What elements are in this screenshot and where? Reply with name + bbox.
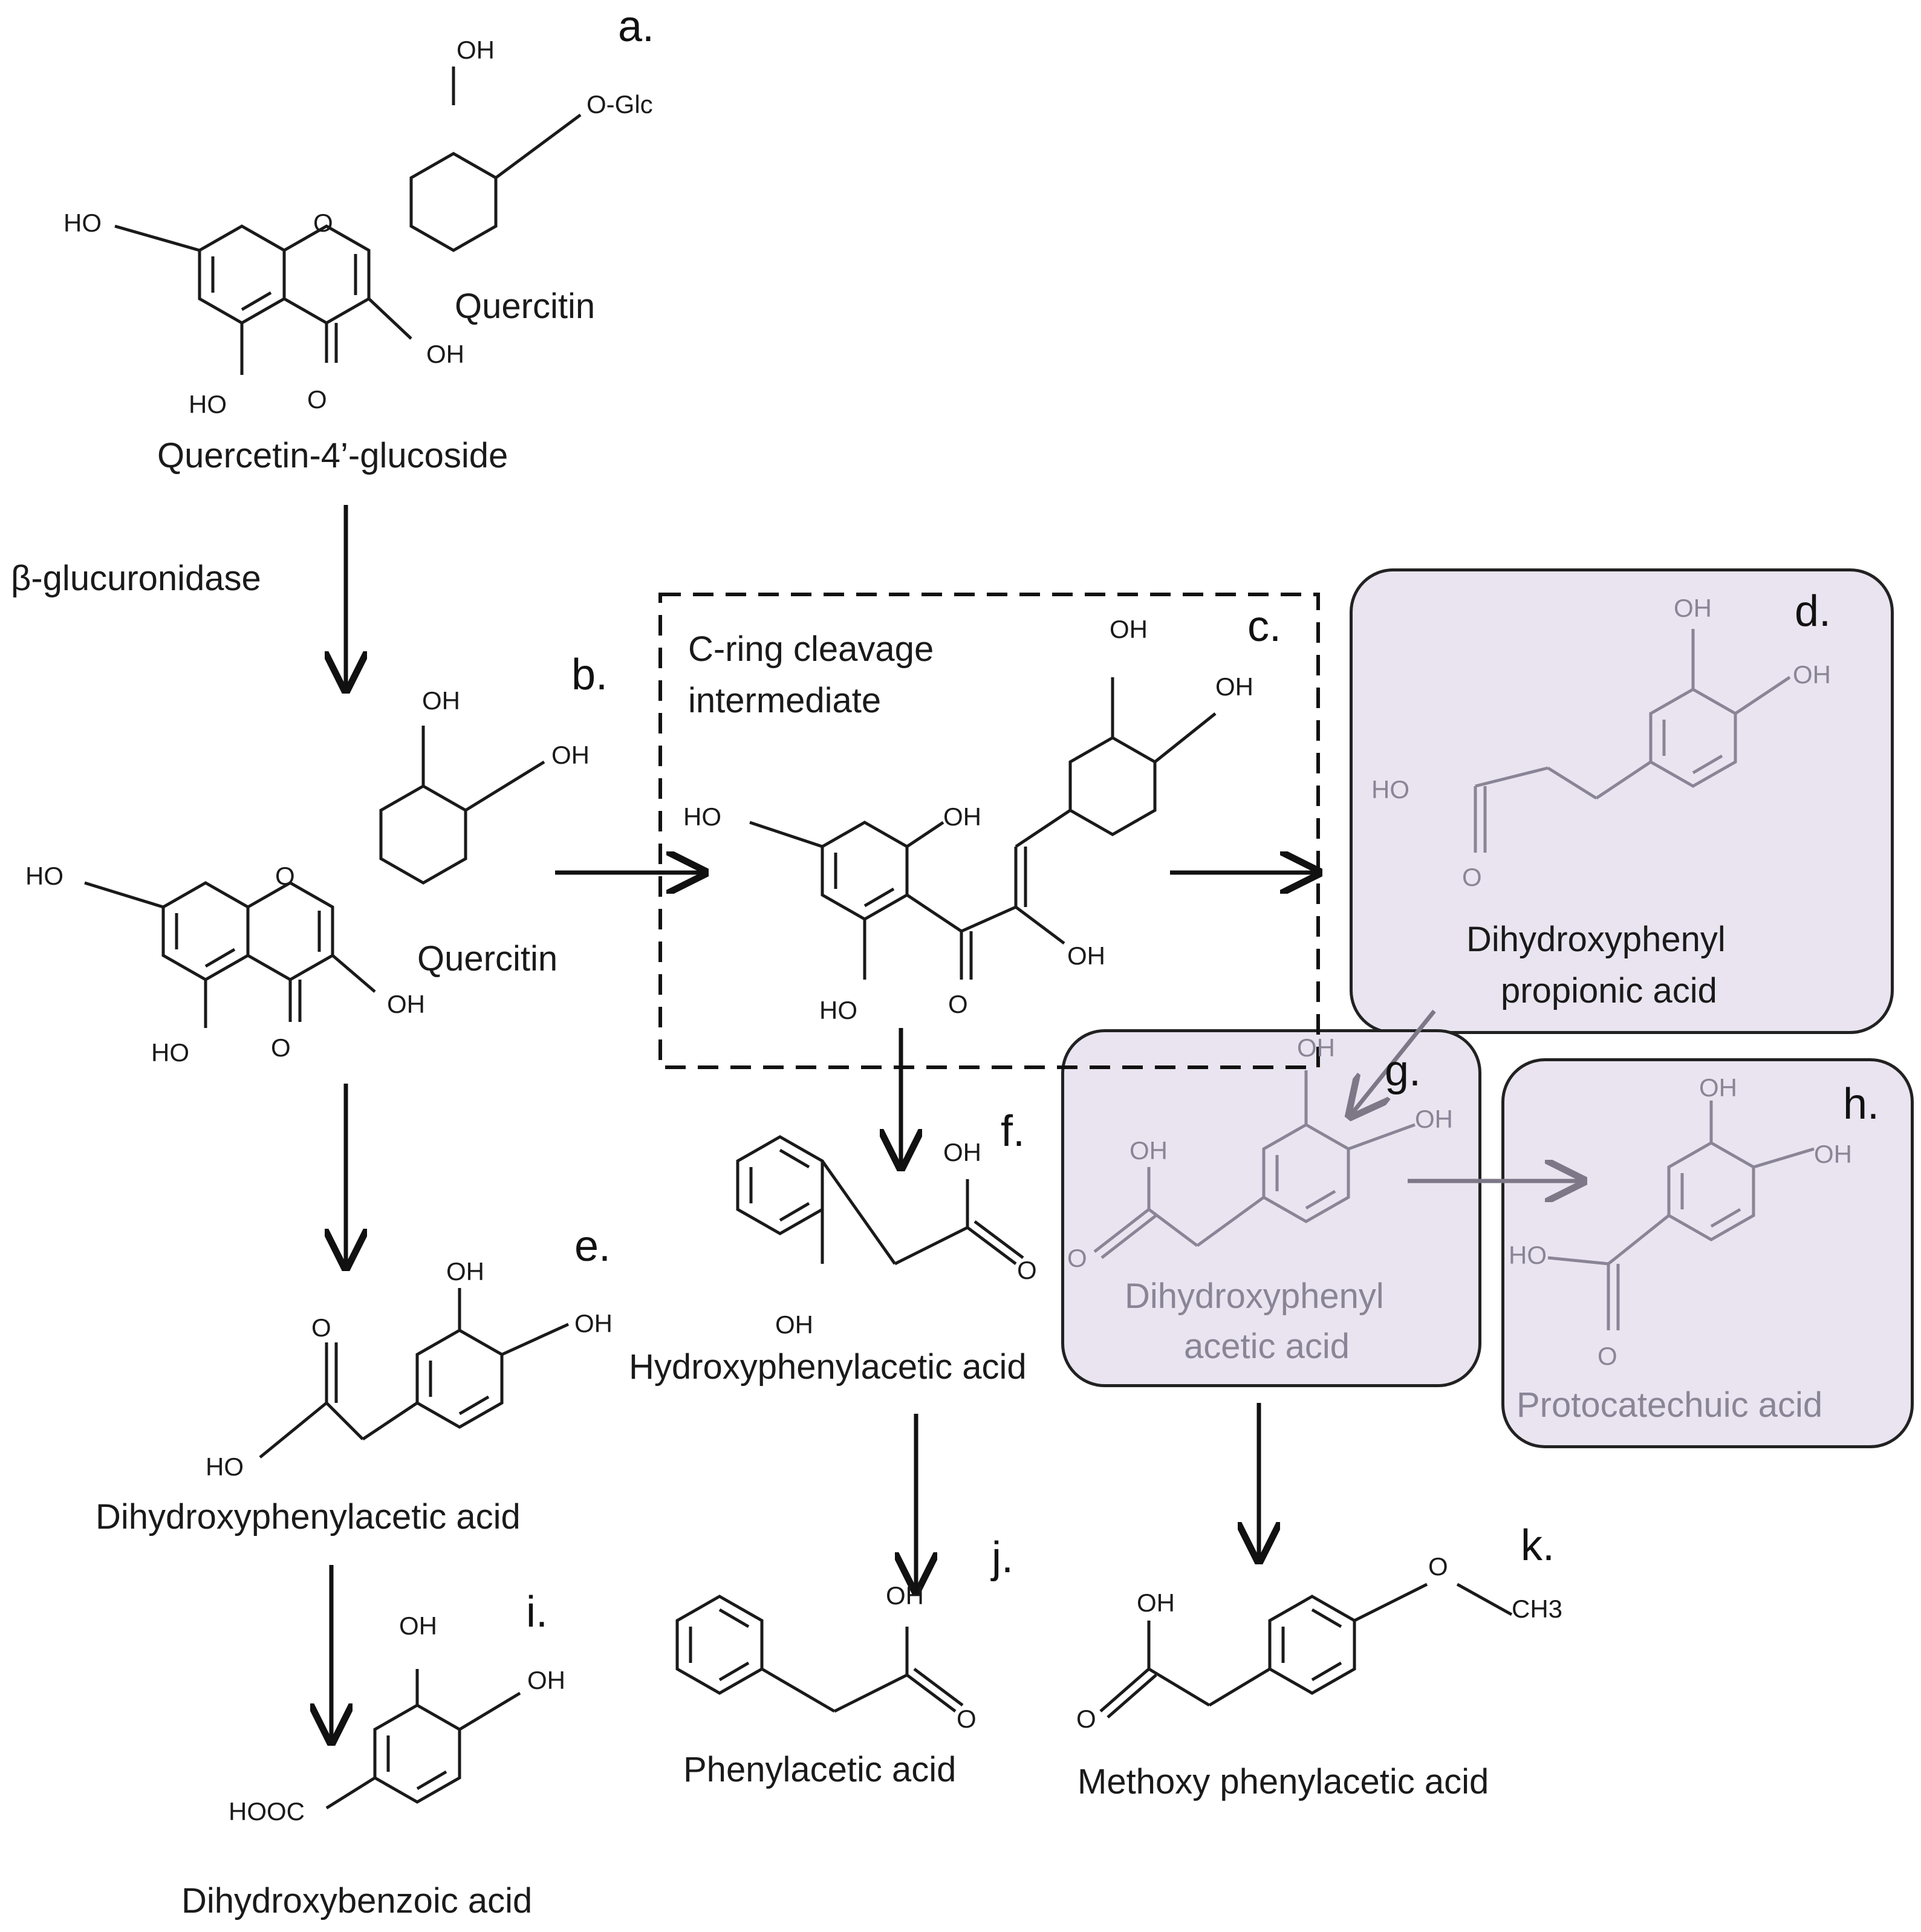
name-e: Dihydroxyphenylacetic acid <box>96 1497 521 1537</box>
name-h: Protocatechuic acid <box>1516 1385 1823 1425</box>
atom-label: O <box>271 1033 291 1062</box>
label-k: k. <box>1521 1521 1555 1570</box>
atom-label: OH <box>1137 1589 1175 1617</box>
atom-label: OH <box>399 1612 437 1640</box>
atom-label: OH <box>574 1309 613 1338</box>
name-g-1: Dihydroxyphenyl <box>1125 1277 1384 1316</box>
atom-label: OH <box>943 1138 981 1166</box>
label-a: a. <box>618 2 655 51</box>
atom-label: O <box>307 385 327 414</box>
atom-label: O <box>957 1705 977 1733</box>
atom-label: OH <box>1699 1073 1737 1102</box>
label-b: b. <box>571 651 608 699</box>
name-quercetin-glucoside: Quercetin-4’-glucoside <box>157 436 509 475</box>
atom-label: OH <box>775 1310 813 1339</box>
name-quercitin-a: Quercitin <box>455 287 596 326</box>
name-intermediate-1: C-ring cleavage <box>688 629 934 669</box>
label-g: g. <box>1385 1047 1422 1095</box>
structure-d <box>1474 629 1791 853</box>
atom-label: OH <box>1067 942 1105 970</box>
structure-i <box>325 1669 521 1810</box>
atom-label: HO <box>819 996 857 1024</box>
atom-label: OH <box>1215 672 1253 701</box>
name-i: Dihydroxybenzoic acid <box>181 1881 533 1921</box>
name-g-2: acetic acid <box>1184 1327 1350 1366</box>
atom-label: HO <box>683 802 721 831</box>
label-j: j. <box>992 1534 1013 1582</box>
name-f: Hydroxyphenylacetic acid <box>629 1347 1027 1387</box>
atom-label: HO <box>25 862 63 890</box>
panel-g <box>1061 1029 1481 1387</box>
structure-f <box>736 1135 1024 1266</box>
atom-label: HO <box>189 390 227 418</box>
atom-label: OH <box>1297 1033 1335 1062</box>
structure-b <box>84 726 545 1028</box>
atom-label: O <box>311 1313 331 1342</box>
atom-label: HO <box>1509 1241 1547 1269</box>
atom-label: HO <box>1371 775 1409 804</box>
atom-label: OH <box>1674 594 1712 622</box>
label-h: h. <box>1843 1080 1880 1128</box>
dashed-box-c <box>658 593 1320 1069</box>
atom-label: OH <box>387 990 425 1018</box>
atom-label: O <box>1598 1342 1617 1370</box>
name-j: Phenylacetic acid <box>683 1750 957 1789</box>
atom-label: HO <box>206 1452 244 1481</box>
atom-label: O <box>1067 1244 1087 1272</box>
atom-label: OH <box>886 1581 924 1610</box>
panel-h <box>1501 1058 1914 1448</box>
structure-c <box>749 677 1217 980</box>
name-d-2: propionic acid <box>1501 971 1717 1010</box>
atom-label: O <box>1428 1552 1448 1581</box>
atom-label: OH <box>426 340 464 368</box>
enzyme-label: β-glucuronidase <box>11 559 261 598</box>
reaction-arrows <box>331 505 1318 1742</box>
atom-label: HO <box>63 209 102 237</box>
atom-label: O <box>1462 863 1482 891</box>
atom-label: OH <box>551 741 590 769</box>
atom-label: OH <box>1415 1105 1453 1133</box>
label-e: e. <box>574 1222 611 1270</box>
structure-a <box>114 67 582 375</box>
atom-label: HO <box>151 1038 189 1067</box>
atom-label: OH <box>1130 1136 1168 1165</box>
name-d-1: Dihydroxyphenyl <box>1466 920 1726 959</box>
structure-e <box>259 1288 570 1459</box>
atom-label: O <box>313 209 333 237</box>
label-c: c. <box>1247 602 1282 651</box>
atom-label: HOOC <box>229 1797 305 1826</box>
atom-label: O <box>275 862 295 890</box>
atom-label: OH <box>422 686 460 715</box>
structure-h <box>1547 1101 1815 1330</box>
atom-label: O-Glc <box>587 90 653 119</box>
panel-d <box>1350 568 1894 1034</box>
name-intermediate-2: intermediate <box>688 681 882 720</box>
structure-j <box>675 1595 964 1713</box>
arrow-d-to-g <box>1350 1009 1436 1116</box>
name-k: Methoxy phenylacetic acid <box>1078 1762 1489 1801</box>
atom-label: OH <box>1793 660 1831 689</box>
atom-label: O <box>948 990 968 1018</box>
atom-label: OH <box>943 802 981 831</box>
atom-label: OH <box>1110 615 1148 643</box>
atom-label: CH3 <box>1512 1595 1563 1623</box>
label-f: f. <box>1001 1107 1026 1156</box>
atom-label: OH <box>527 1666 565 1694</box>
structure-g <box>1093 1070 1416 1259</box>
atom-label: OH <box>457 36 495 64</box>
atom-label: O <box>1076 1705 1096 1733</box>
name-quercitin-b: Quercitin <box>417 939 558 978</box>
atom-label: OH <box>446 1257 484 1286</box>
atom-label: O <box>1017 1256 1037 1284</box>
atom-label: OH <box>1814 1140 1852 1168</box>
label-i: i. <box>526 1588 548 1636</box>
label-d: d. <box>1795 587 1832 636</box>
reaction-arrows-grey <box>1350 1009 1583 1181</box>
structure-k <box>1099 1582 1513 1719</box>
